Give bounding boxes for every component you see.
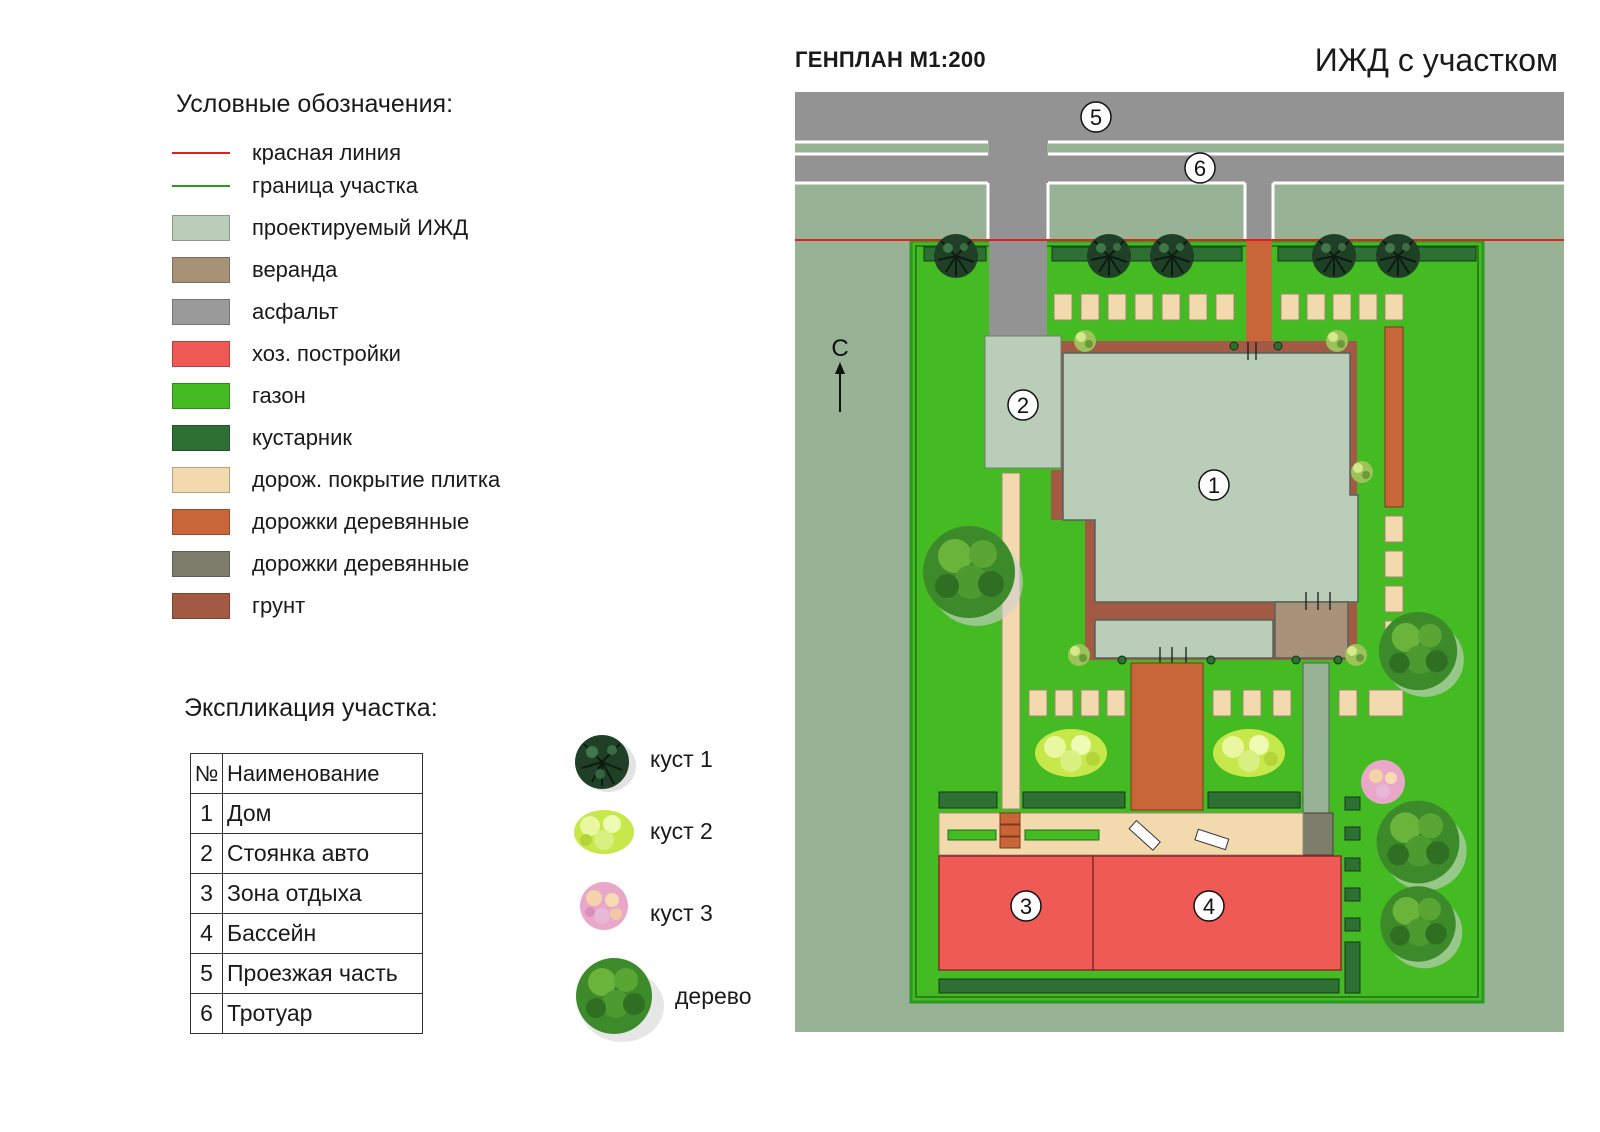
legend-item-wood-paths-grey: дорожки деревянные — [172, 550, 469, 578]
legend-label: дорожки деревянные — [252, 509, 470, 534]
legend-item-outbuildings: хоз. постройки — [172, 340, 401, 368]
table-row: 3 Зона отдыха — [190, 873, 423, 914]
wood-paths-swatch — [172, 509, 230, 535]
svg-text:6: 6 — [1194, 156, 1206, 181]
table-header-row: № Наименование — [190, 753, 423, 794]
marker-3: 3 — [1010, 890, 1042, 922]
pink-shrub-icon — [580, 882, 628, 930]
marker-4: 4 — [1193, 890, 1225, 922]
legend-label: хоз. постройки — [252, 341, 401, 366]
header-num: № — [190, 753, 223, 794]
legend-item-wood-paths: дорожки деревянные — [172, 508, 469, 536]
legend-label: грунт — [252, 593, 306, 618]
marker-2: 2 — [1007, 389, 1039, 421]
sidewalk — [795, 155, 1564, 183]
light-shrub-icon — [574, 810, 634, 854]
marker-6: 6 — [1184, 152, 1216, 184]
legend-item-veranda: веранда — [172, 256, 337, 284]
legend-item-plot-border: граница участка — [172, 172, 418, 200]
legend-item-house: проектируемый ИЖД — [172, 214, 468, 242]
row-name: Проезжая часть — [222, 953, 423, 994]
grey-path — [1302, 662, 1330, 814]
shrubs-swatch — [172, 425, 230, 451]
legend-title: Условные обозначения: — [176, 90, 454, 118]
tree-icon — [576, 958, 664, 1042]
explication-table: № Наименование 1 Дом 2 Стоянка авто 3 Зо… — [190, 753, 423, 1034]
marker-1: 1 — [1198, 469, 1230, 501]
svg-text:4: 4 — [1203, 894, 1215, 919]
legend-label: дорож. покрытие плитка — [252, 467, 501, 492]
wood-path-central — [1130, 662, 1204, 811]
wood-path-right — [1384, 326, 1404, 508]
project-title: ИЖД с участком — [1314, 42, 1558, 78]
dark-shrub-icon — [575, 735, 636, 792]
legend-item-asphalt: асфальт — [172, 298, 338, 326]
plan-title: ГЕНПЛАН М1:200 — [795, 47, 986, 72]
row-num: 4 — [190, 913, 223, 954]
house-annex — [1094, 619, 1274, 659]
row-name: Дом — [222, 793, 423, 834]
row-name: Бассейн — [222, 913, 423, 954]
plant-label: куст 2 — [650, 818, 713, 844]
header-name: Наименование — [222, 753, 423, 794]
legend-label: граница участка — [252, 173, 418, 198]
soil-swatch — [172, 593, 230, 619]
table-row: 5 Проезжая часть — [190, 953, 423, 994]
legend-label: красная линия — [252, 140, 401, 165]
asphalt-swatch — [172, 299, 230, 325]
marker-5: 5 — [1080, 101, 1112, 133]
outbuildings-swatch — [172, 341, 230, 367]
north-label: С — [831, 335, 848, 362]
plant-label: дерево — [675, 983, 752, 1009]
legend-item-soil: грунт — [172, 592, 305, 620]
tile-row-top — [1053, 293, 1404, 321]
lawn-swatch — [172, 383, 230, 409]
legend-item-tiles: дорож. покрытие плитка — [172, 466, 500, 494]
explication-title: Экспликация участка: — [184, 694, 438, 722]
legend-label: газон — [252, 383, 306, 408]
plant-label: куст 1 — [650, 746, 713, 772]
legend-label: кустарник — [252, 425, 352, 450]
veranda-swatch — [172, 257, 230, 283]
table-row: 6 Тротуар — [190, 993, 423, 1034]
legend-item-shrubs: кустарник — [172, 424, 352, 452]
tiles-swatch — [172, 467, 230, 493]
legend-label: асфальт — [252, 299, 339, 324]
legend-label: проектируемый ИЖД — [252, 215, 469, 240]
veranda — [1274, 601, 1349, 659]
svg-text:3: 3 — [1020, 894, 1032, 919]
table-row: 1 Дом — [190, 793, 423, 834]
red-line-swatch — [172, 152, 230, 154]
legend-label: веранда — [252, 257, 338, 282]
legend-item-lawn: газон — [172, 382, 306, 410]
north-arrow — [835, 362, 845, 412]
plot-border-swatch — [172, 185, 230, 187]
row-num: 1 — [190, 793, 223, 834]
tile-path-left — [1001, 472, 1021, 810]
legend-label: дорожки деревянные — [252, 551, 470, 576]
house-swatch — [172, 215, 230, 241]
footpath-entrance — [1246, 183, 1272, 241]
wood-paths-grey-swatch — [172, 551, 230, 577]
plant-label: куст 3 — [650, 900, 713, 926]
row-num: 6 — [190, 993, 223, 1034]
legend-item-red-line: красная линия — [172, 139, 401, 167]
table-row: 4 Бассейн — [190, 913, 423, 954]
road — [795, 92, 1564, 142]
svg-text:2: 2 — [1017, 393, 1029, 418]
row-name: Тротуар — [222, 993, 423, 1034]
svg-text:1: 1 — [1208, 473, 1220, 498]
tile-row-middle — [1028, 689, 1404, 717]
wood-path-entrance — [1246, 241, 1272, 351]
svg-text:5: 5 — [1090, 105, 1102, 130]
